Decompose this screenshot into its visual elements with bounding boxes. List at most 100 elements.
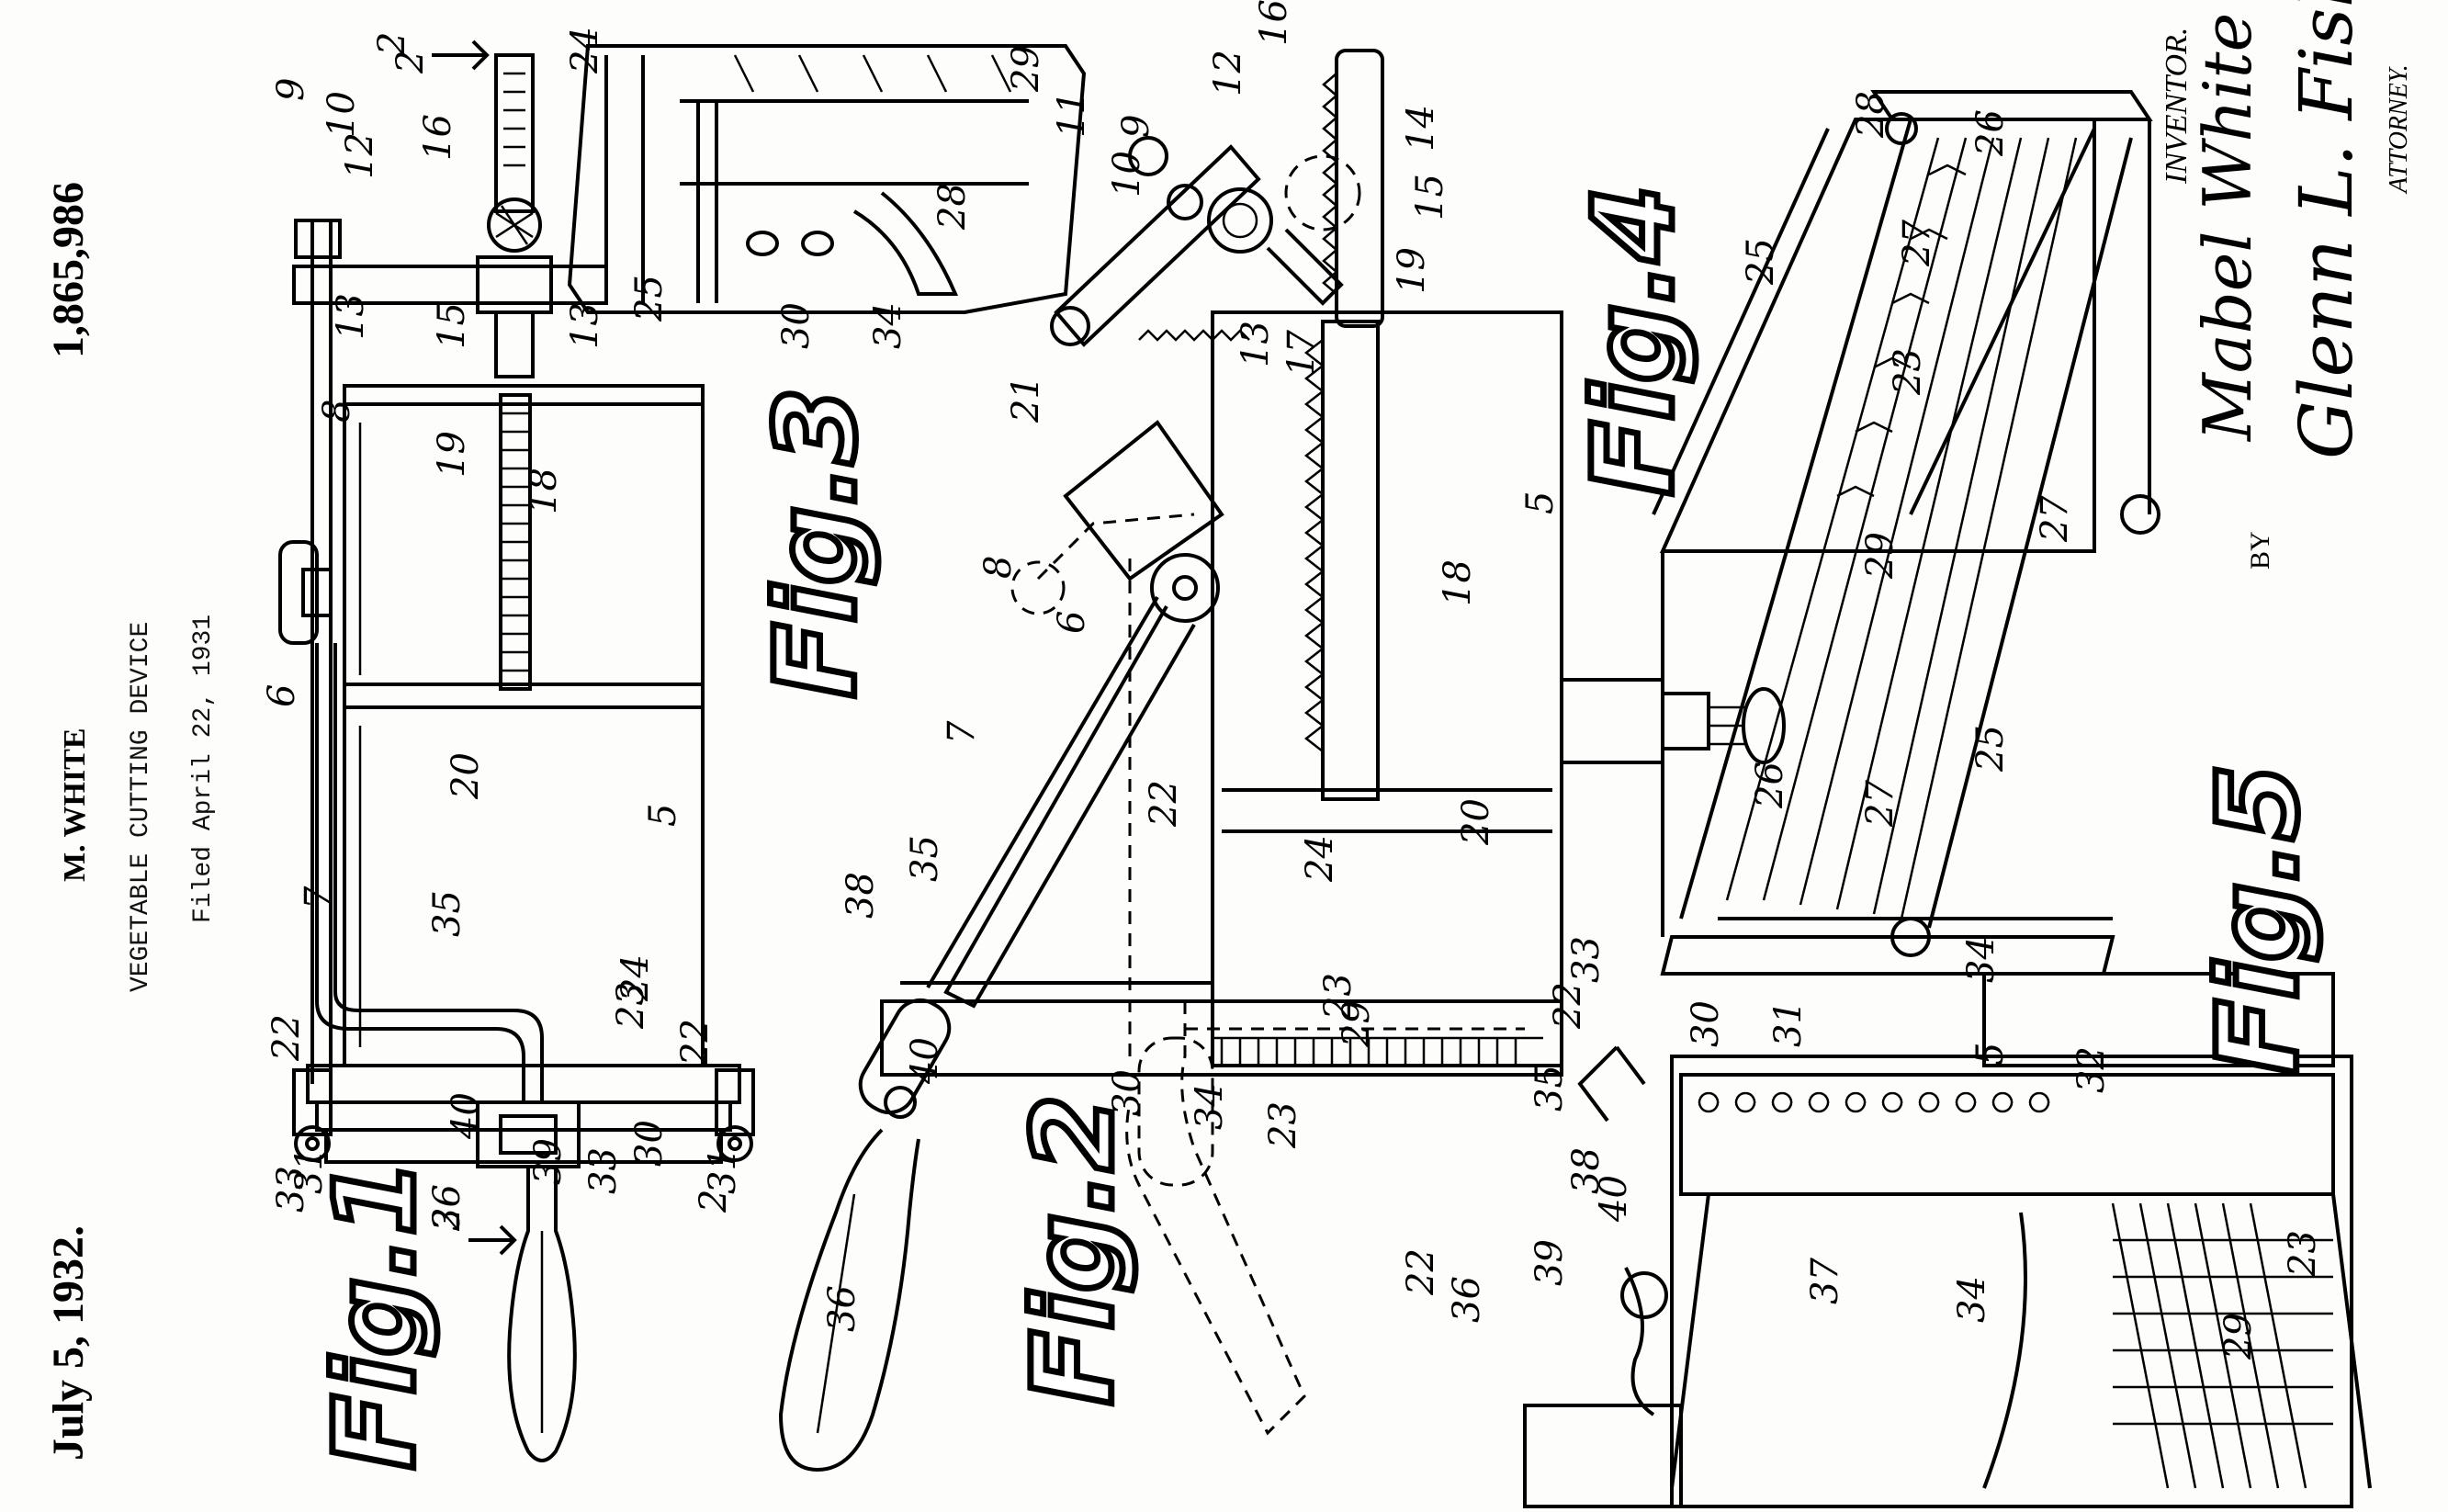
filed-date: Filed April 22, 1931 xyxy=(189,615,218,923)
fig1-ref-31: 31 xyxy=(702,1147,744,1194)
fig6-ref-37: 37 xyxy=(1804,1258,1846,1304)
fig2-ref-21: 21 xyxy=(1005,376,1047,423)
fig1-ref-13: 13 xyxy=(564,302,606,349)
fig1-ref-12: 12 xyxy=(339,132,381,179)
fig4-ref-18: 18 xyxy=(1437,559,1479,606)
fig1-ref-33: 33 xyxy=(582,1147,625,1194)
fig2-ref-11: 11 xyxy=(1051,91,1093,138)
fig1-ref-18: 18 xyxy=(523,468,565,514)
fig2-ref-10: 10 xyxy=(1106,151,1148,197)
fig1-ref-15: 15 xyxy=(431,302,473,349)
fig3-ref-24: 24 xyxy=(564,27,606,74)
fig1-ref-31: 31 xyxy=(288,1147,331,1194)
inventor-short-name: M. WHITE xyxy=(58,728,92,882)
fig2-ref-34: 34 xyxy=(1189,1083,1231,1130)
fig1-ref-20: 20 xyxy=(445,752,487,800)
fig1-ref-30: 30 xyxy=(628,1120,671,1167)
fig2-label: Fig.2 xyxy=(1010,1095,1138,1405)
fig2-ref-22: 22 xyxy=(1143,780,1185,828)
fig6-ref-35: 35 xyxy=(1529,1065,1571,1111)
fig1-ref-6: 6 xyxy=(261,684,303,707)
fig5-ref-27: 27 xyxy=(1859,780,1901,828)
fig4-ref-5: 5 xyxy=(1519,491,1562,514)
fig2-ref-30: 30 xyxy=(1106,1069,1148,1116)
fig6-ref-39: 39 xyxy=(1529,1239,1571,1286)
fig4-ref-20: 20 xyxy=(1455,798,1497,846)
fig5-label: Fig.5 xyxy=(2195,764,2323,1075)
fig6-ref-22: 22 xyxy=(1400,1248,1442,1296)
fig2-ref-8: 8 xyxy=(977,556,1020,579)
fig6-ref-29: 29 xyxy=(2217,1313,2260,1360)
fig5-ref-26: 26 xyxy=(1749,762,1791,809)
inventor-label: INVENTOR. xyxy=(2160,28,2194,185)
patent-date: July 5, 1932. xyxy=(44,1225,93,1461)
fig1-ref-24: 24 xyxy=(615,954,657,1002)
fig2-ref-9: 9 xyxy=(1115,115,1157,138)
fig5-ref-27: 27 xyxy=(2034,495,2076,543)
fig2-ref-14: 14 xyxy=(1400,105,1442,152)
fig5-ref-25: 25 xyxy=(1740,238,1782,286)
fig6-ref-38: 38 xyxy=(1565,1147,1608,1194)
fig1-ref-22: 22 xyxy=(265,1014,308,1062)
by-label: BY xyxy=(2245,531,2275,570)
section-mark-bottom: 2 xyxy=(426,1208,468,1232)
fig1-ref-2: 2 xyxy=(371,32,413,56)
fig1-ref-22: 22 xyxy=(674,1019,716,1066)
fig1-label: Fig.1 xyxy=(312,1159,440,1470)
figure-2-drawing xyxy=(778,49,1786,1473)
fig6-ref-34: 34 xyxy=(1951,1276,1993,1323)
fig3-ref-29: 29 xyxy=(1005,45,1047,93)
fig6-ref-40: 40 xyxy=(1593,1175,1635,1223)
fig6-ref-33: 33 xyxy=(1565,936,1608,983)
fig5-ref-29: 29 xyxy=(1859,532,1901,580)
fig1-ref-2: 2 xyxy=(693,1190,735,1213)
fig3-ref-30: 30 xyxy=(775,302,818,349)
section-arrow-bottom xyxy=(468,1224,517,1256)
fig2-ref-40: 40 xyxy=(904,1037,946,1085)
fig2-ref-13: 13 xyxy=(1235,321,1277,367)
fig2-ref-6: 6 xyxy=(1051,611,1093,634)
fig1-ref-35: 35 xyxy=(426,890,468,937)
figure-1-drawing xyxy=(278,53,755,1462)
fig4-ref-23: 23 xyxy=(1317,973,1359,1021)
fig4-label: Fig.4 xyxy=(1571,186,1698,496)
fig2-ref-7: 7 xyxy=(941,720,983,744)
patent-title: VEGETABLE CUTTING DEVICE xyxy=(127,622,155,992)
fig1-ref-7: 7 xyxy=(298,886,340,909)
fig5-ref-26: 26 xyxy=(1969,109,2012,157)
figure-3-drawing xyxy=(567,44,1087,314)
fig2-ref-19: 19 xyxy=(1391,247,1433,294)
attorney-signature: Glenn L. Fish xyxy=(2284,0,2369,459)
fig6-ref-5: 5 xyxy=(1969,1043,2012,1066)
fig5-ref-27: 27 xyxy=(1896,220,1938,267)
fig2-ref-12: 12 xyxy=(1207,50,1249,96)
fig6-ref-30: 30 xyxy=(1685,1000,1727,1047)
figure-5-drawing xyxy=(1652,90,2160,976)
fig6-ref-31: 31 xyxy=(1767,1000,1810,1047)
fig6-ref-34: 34 xyxy=(1960,936,2002,983)
fig6-ref-23: 23 xyxy=(2282,1230,2324,1278)
fig2-ref-23: 23 xyxy=(1262,1101,1304,1149)
inventor-name: Mabel White xyxy=(2189,13,2266,443)
fig2-ref-35: 35 xyxy=(904,835,946,882)
fig1-ref-13: 13 xyxy=(330,293,372,340)
attorney-label: ATTORNEY. xyxy=(2385,64,2413,195)
fig2-ref-38: 38 xyxy=(840,872,882,919)
fig2-ref-17: 17 xyxy=(1280,330,1323,377)
fig1-ref-8: 8 xyxy=(316,400,358,423)
fig2-ref-16: 16 xyxy=(1253,0,1295,46)
fig1-ref-36: 36 xyxy=(426,1184,468,1231)
fig3-ref-34: 34 xyxy=(867,302,909,349)
figure-6-drawing xyxy=(1523,972,2372,1508)
fig3-ref-28: 28 xyxy=(931,183,974,231)
fig3-ref-25: 25 xyxy=(628,275,671,322)
fig1-ref-33: 33 xyxy=(270,1166,312,1213)
patent-number: 1,865,986 xyxy=(44,182,93,358)
fig1-ref-39: 39 xyxy=(527,1138,570,1185)
fig4-ref-29: 29 xyxy=(1336,1000,1378,1048)
fig1-ref-9: 9 xyxy=(270,78,312,101)
fig1-ref-40: 40 xyxy=(445,1092,487,1140)
